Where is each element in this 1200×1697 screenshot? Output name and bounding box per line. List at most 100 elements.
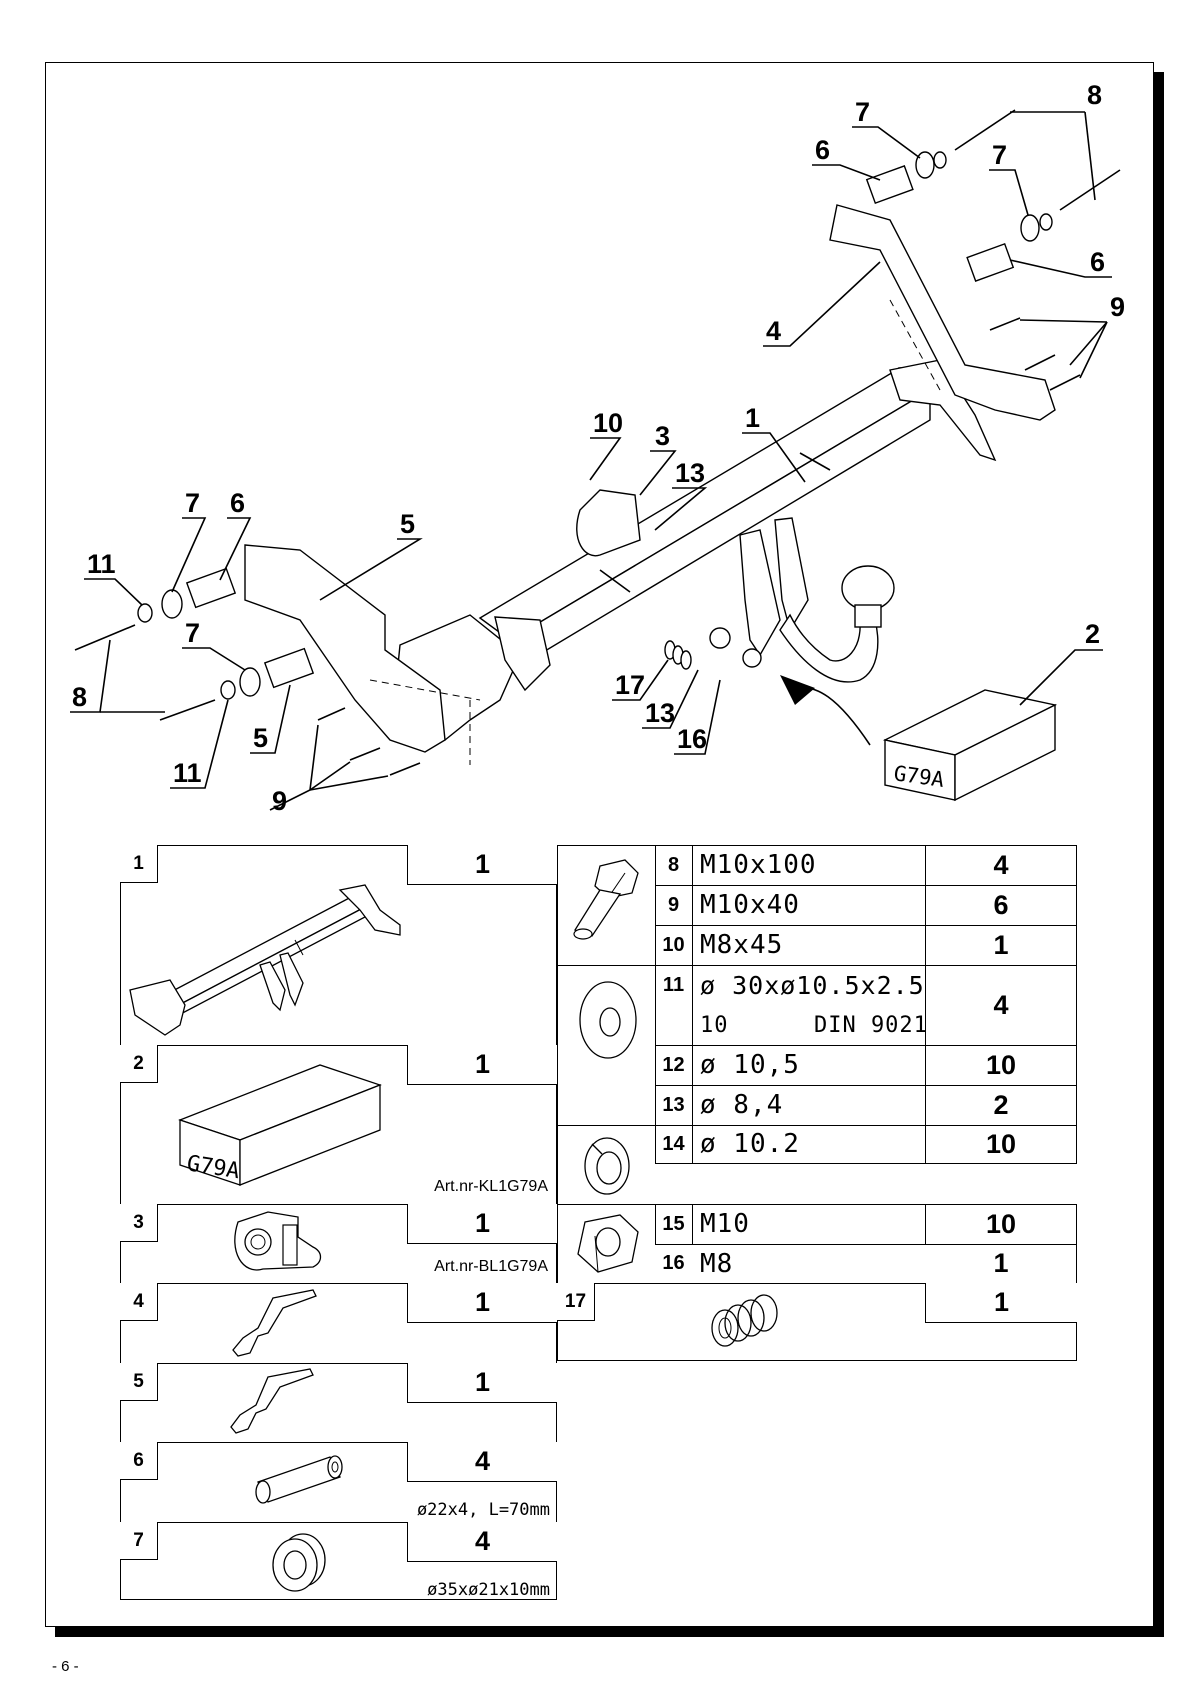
svg-text:7: 7 (185, 618, 200, 648)
part-number-7: 7 (120, 1522, 158, 1560)
mounting-bracket-left-icon (232, 1289, 317, 1357)
mounting-bracket-right-icon (230, 1368, 314, 1434)
svg-text:9: 9 (1110, 292, 1125, 322)
part-desc-11-line2: 10 DIN 9021 (700, 1012, 928, 1038)
callout-9a: 9 (1019, 292, 1125, 379)
callout-17: 17 (612, 659, 669, 701)
callout-6b: 6 (1009, 247, 1112, 278)
callout-5b: 5 (250, 684, 291, 754)
callout-8b: 8 (70, 639, 165, 713)
svg-text:6: 6 (230, 488, 245, 518)
svg-text:8: 8 (1087, 80, 1102, 110)
part-number-1: 1 (120, 845, 158, 883)
part-qty-16: 1 (993, 1248, 1009, 1278)
part-qty-9: 6 (993, 889, 1009, 920)
part-number-4: 4 (120, 1283, 158, 1321)
callout-3: 3 (639, 421, 677, 496)
callout-6c: 6 (219, 488, 252, 581)
callout-10: 10 (589, 408, 623, 481)
callout-11b: 11 (170, 699, 229, 789)
part-qty-13: 2 (993, 1089, 1009, 1120)
part-qty-6: 4 (407, 1442, 557, 1482)
part-desc-8: M10x100 (700, 850, 817, 880)
part-desc-13: ø 8,4 (700, 1090, 784, 1120)
part-number-12: 12 (662, 1053, 685, 1076)
article-number-2: Art.nr-KL1G79A (434, 1178, 548, 1195)
part-desc-9: M10x40 (700, 890, 800, 920)
part-qty-17: 1 (925, 1283, 1077, 1323)
spacer-ring-icon (272, 1533, 326, 1592)
part-qty-11: 4 (993, 989, 1009, 1020)
part-number-15: 15 (662, 1212, 685, 1235)
part-number-2: 2 (120, 1045, 158, 1083)
flat-washer-icon (579, 981, 637, 1059)
part-number-9: 9 (667, 893, 680, 916)
callout-5a: 5 (319, 509, 423, 601)
part-qty-12: 10 (985, 1049, 1017, 1080)
callout-2: 2 (1019, 619, 1103, 706)
part-qty-4: 1 (407, 1283, 557, 1323)
callout-1: 1 (742, 403, 806, 483)
crossbeam-part (397, 359, 997, 746)
callout-7a: 7 (852, 97, 921, 159)
part-qty-1: 1 (407, 845, 557, 885)
part-desc-14: ø 10.2 (700, 1129, 800, 1159)
bolt-icon (573, 859, 639, 940)
spacers-washers-part (137, 151, 1053, 700)
part-qty-14: 10 (985, 1128, 1017, 1159)
svg-text:11: 11 (87, 549, 116, 579)
part-number-8: 8 (667, 853, 680, 876)
page-frame (45, 62, 1154, 1627)
socket-bracket-part (576, 489, 641, 557)
spacer-ring-dimensions: ø35xø21x10mm (427, 1580, 550, 1600)
part-qty-2: 1 (407, 1045, 557, 1085)
svg-text:7: 7 (855, 97, 870, 127)
part-desc-12: ø 10,5 (700, 1050, 800, 1080)
part-number-14: 14 (662, 1132, 685, 1155)
part-desc-10: M8x45 (700, 930, 784, 960)
callout-13a: 13 (654, 458, 708, 531)
part-number-10: 10 (662, 933, 685, 956)
svg-text:13: 13 (645, 698, 675, 728)
callout-7c: 7 (171, 488, 207, 593)
svg-text:13: 13 (675, 458, 705, 488)
svg-text:1: 1 (745, 403, 760, 433)
tow-bar-crossbeam-icon (129, 884, 401, 1036)
kit-box-part: G79A (882, 689, 1058, 802)
callout-16: 16 (674, 679, 721, 755)
callout-8a: 8 (1010, 80, 1102, 201)
bracket-5-part (244, 544, 446, 753)
part-desc-15: M10 (700, 1209, 750, 1239)
part-qty-8: 4 (993, 849, 1009, 880)
svg-text:8: 8 (72, 682, 87, 712)
svg-text:6: 6 (815, 135, 830, 165)
right-parts-table (557, 845, 1077, 1361)
part-number-6: 6 (120, 1442, 158, 1480)
part-qty-10: 1 (993, 929, 1009, 960)
callout-9b: 9 (269, 724, 389, 816)
svg-text:5: 5 (400, 509, 415, 539)
spring-part (664, 640, 692, 670)
part-qty-7: 4 (407, 1522, 557, 1562)
page-number: - 6 - (52, 1658, 79, 1675)
callout-13b: 13 (642, 669, 699, 729)
svg-text:11: 11 (173, 758, 202, 788)
part-desc-11: ø 30xø10.5x2.5 (700, 970, 925, 1000)
part-qty-15: 10 (985, 1208, 1017, 1239)
part-number-11: 11 (662, 973, 685, 996)
exploded-assembly-drawing: G79A 1 2 3 4 5 5 6 6 6 7 7 7 7 8 8 9 9 1… (70, 80, 1125, 816)
part-qty-3: 1 (407, 1204, 557, 1244)
callout-7d: 7 (182, 618, 246, 671)
spacer-tube-dimensions: ø22x4, L=70mm (416, 1500, 550, 1520)
svg-text:16: 16 (677, 724, 707, 754)
svg-text:2: 2 (1085, 619, 1100, 649)
svg-text:4: 4 (766, 316, 781, 346)
svg-text:5: 5 (253, 723, 268, 753)
part-number-16: 16 (662, 1252, 685, 1274)
svg-text:7: 7 (185, 488, 200, 518)
svg-text:10: 10 (593, 408, 623, 438)
svg-text:9: 9 (272, 786, 287, 816)
part-number-13: 13 (662, 1093, 685, 1116)
callout-6a: 6 (812, 135, 881, 181)
svg-text:17: 17 (615, 670, 645, 700)
